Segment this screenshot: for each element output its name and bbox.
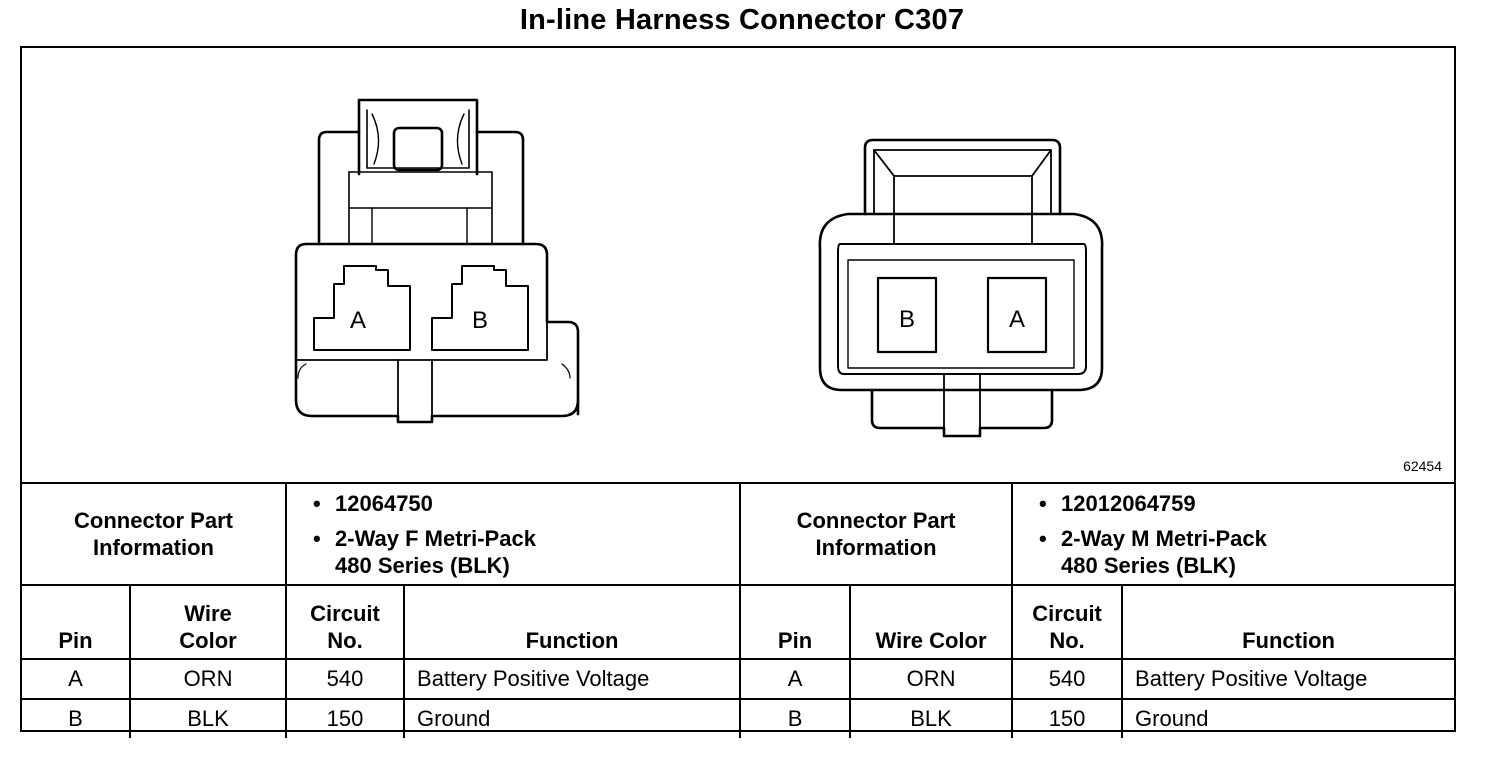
left-part-info-heading: Connector Part Information: [22, 482, 288, 586]
right-wire-color-cell: ORN: [849, 658, 1014, 700]
left-pin-header: Pin: [22, 584, 131, 660]
left-circuit-cell: 540: [285, 658, 406, 700]
right-circuit-cell: 150: [1011, 698, 1124, 738]
left-wire-color-cell: BLK: [128, 698, 288, 738]
right-circuit-header: Circuit No.: [1011, 584, 1124, 660]
male-connector-illustration: [818, 138, 1104, 438]
left-function-cell: Ground: [403, 698, 742, 738]
right-pin-cell: B: [739, 698, 852, 738]
right-function-cell: Ground: [1121, 698, 1455, 738]
connector-table: Connector Part Information 12064750 2-Wa…: [22, 482, 1455, 738]
female-pin-b-label: B: [472, 307, 488, 334]
left-function-header: Function: [403, 584, 742, 660]
right-part-info-heading: Connector Part Information: [739, 482, 1014, 586]
table-row: A ORN 540 Battery Positive Voltage A ORN…: [22, 658, 1455, 700]
part-info-row: Connector Part Information 12064750 2-Wa…: [22, 482, 1455, 586]
right-wire-color-header: Wire Color: [849, 584, 1014, 660]
right-pin-header: Pin: [739, 584, 852, 660]
left-pin-cell: B: [22, 698, 131, 738]
right-function-cell: Battery Positive Voltage: [1121, 658, 1455, 700]
female-connector-illustration: [294, 98, 580, 424]
female-pin-a-label: A: [350, 307, 366, 334]
left-part-description: 2-Way F Metri-Pack 480 Series (BLK): [313, 525, 739, 579]
right-wire-color-cell: BLK: [849, 698, 1014, 738]
right-circuit-cell: 540: [1011, 658, 1124, 700]
right-function-header: Function: [1121, 584, 1455, 660]
left-part-info-list: 12064750 2-Way F Metri-Pack 480 Series (…: [285, 482, 742, 586]
left-wire-color-cell: ORN: [128, 658, 288, 700]
left-part-number: 12064750: [313, 490, 739, 517]
left-wire-color-header: Wire Color: [128, 584, 288, 660]
right-pin-cell: A: [739, 658, 852, 700]
left-pin-cell: A: [22, 658, 131, 700]
connector-drawing: A B B A: [294, 98, 1104, 438]
male-pin-b-label: B: [899, 306, 915, 333]
right-part-info-list: 12012064759 2-Way M Metri-Pack 480 Serie…: [1011, 482, 1455, 586]
connector-frame: A B B A 62454: [20, 46, 1456, 738]
table-header-row: Pin Wire Color Circuit No. Function Pin …: [22, 584, 1455, 660]
table-row: B BLK 150 Ground B BLK 150 Ground: [22, 698, 1455, 738]
figure-id: 62454: [1403, 458, 1442, 474]
left-circuit-header: Circuit No.: [285, 584, 406, 660]
right-part-description: 2-Way M Metri-Pack 480 Series (BLK): [1039, 525, 1454, 579]
left-circuit-cell: 150: [285, 698, 406, 738]
left-function-cell: Battery Positive Voltage: [403, 658, 742, 700]
male-pin-a-label: A: [1009, 306, 1025, 333]
right-part-number: 12012064759: [1039, 490, 1454, 517]
page-title: In-line Harness Connector C307: [519, 4, 965, 36]
